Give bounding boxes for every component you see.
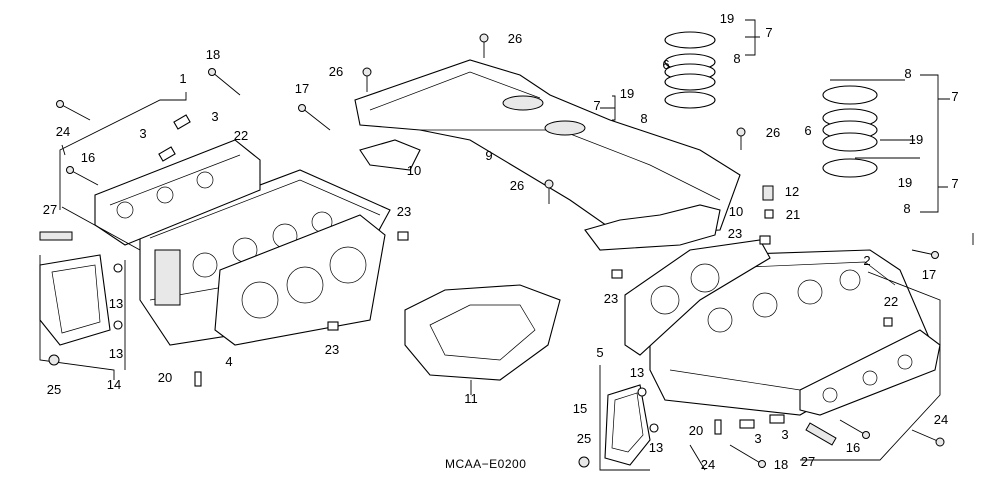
diagram-code: MCAA−E0200 <box>445 457 526 471</box>
spark-plug-27-left <box>39 231 73 241</box>
bolt-18-left <box>208 68 241 96</box>
callout-c-12: 12 <box>785 184 799 199</box>
callout-c-7d: 7 <box>951 176 958 191</box>
callout-c-8b: 8 <box>640 111 647 126</box>
callout-c-20b: 20 <box>689 423 703 438</box>
callout-c-6a: 6 <box>662 57 669 72</box>
sensor-12 <box>762 185 774 219</box>
right-side-cover <box>604 384 651 466</box>
callout-c-6b: 6 <box>804 123 811 138</box>
callout-c-13c: 13 <box>630 365 644 380</box>
callout-c-26d: 26 <box>766 125 780 140</box>
callout-c-3a: 3 <box>139 126 146 141</box>
dowel-pin-3-left <box>158 114 191 162</box>
callout-c-24a: 24 <box>56 124 70 139</box>
callout-c-20a: 20 <box>158 370 172 385</box>
callout-c-3d: 3 <box>781 427 788 442</box>
intake-gasket-10-right <box>584 204 721 251</box>
callout-c-17a: 17 <box>295 81 309 96</box>
callout-c-21: 21 <box>786 207 800 222</box>
left-side-cover <box>39 254 111 346</box>
insulator-6-right <box>822 85 878 178</box>
callout-c-13d: 13 <box>649 440 663 455</box>
callout-c-19c: 19 <box>909 132 923 147</box>
bolt-17-left <box>298 104 331 131</box>
callout-c-24b: 24 <box>701 457 715 472</box>
callout-c-26a: 26 <box>508 31 522 46</box>
callout-c-13a: 13 <box>109 296 123 311</box>
callout-c-19a: 19 <box>720 11 734 26</box>
callout-c-17b: 17 <box>922 267 936 282</box>
washer-13 <box>113 263 659 433</box>
dowel-pin-3-right <box>739 414 785 429</box>
bolt-18-right <box>729 444 766 468</box>
bolt-16-left <box>66 166 99 186</box>
callout-c-8c: 8 <box>904 66 911 81</box>
manifold-gasket-11 <box>404 284 561 395</box>
callout-c-19b: 19 <box>620 86 634 101</box>
dowel-pin-20-left <box>194 371 202 387</box>
callout-c-22a: 22 <box>234 128 248 143</box>
callout-c-10b: 10 <box>729 204 743 219</box>
right-head-gasket <box>624 239 771 356</box>
spark-plug-27-right <box>805 422 837 446</box>
callout-c-14: 14 <box>107 377 121 392</box>
callout-c-11: 11 <box>464 391 478 406</box>
left-head-gasket <box>214 214 386 346</box>
callout-c-16a: 16 <box>81 150 95 165</box>
intake-manifold <box>354 59 741 236</box>
callout-c-26c: 26 <box>510 178 524 193</box>
bolt-25-right <box>578 456 590 468</box>
bolt-26 <box>362 33 746 204</box>
callout-c-8a: 8 <box>733 51 740 66</box>
callout-c-5: 5 <box>596 345 603 360</box>
bolt-16-right <box>839 419 870 439</box>
callout-c-27b: 27 <box>801 454 815 469</box>
callout-c-23d: 23 <box>604 291 618 306</box>
right-camshaft-holder <box>799 329 941 416</box>
callout-c-23c: 23 <box>728 226 742 241</box>
callout-c-18b: 18 <box>774 457 788 472</box>
callout-c-25b: 25 <box>577 431 591 446</box>
callout-c-24c: 24 <box>934 412 948 427</box>
bolt-17-right <box>911 249 939 259</box>
callout-c-8d: 8 <box>903 201 910 216</box>
callout-c-18a: 18 <box>206 47 220 62</box>
insulator-6-top <box>664 31 716 109</box>
bolt-24-right <box>689 429 945 471</box>
callout-c-27a: 27 <box>43 202 57 217</box>
callout-c-7b: 7 <box>593 98 600 113</box>
callout-c-16b: 16 <box>846 440 860 455</box>
callout-c-26b: 26 <box>329 64 343 79</box>
callout-c-7a: 7 <box>765 25 772 40</box>
callout-c-4: 4 <box>225 354 232 369</box>
callout-c-19d: 19 <box>898 175 912 190</box>
callout-c-7c: 7 <box>951 89 958 104</box>
callout-c-3c: 3 <box>754 431 761 446</box>
callout-c-23a: 23 <box>397 204 411 219</box>
callout-c-23b: 23 <box>325 342 339 357</box>
callout-c-2: 2 <box>863 253 870 268</box>
callout-c-15: 15 <box>573 401 587 416</box>
dowel-pin-23-right <box>611 235 893 327</box>
callout-c-13b: 13 <box>109 346 123 361</box>
callout-c-22b: 22 <box>884 294 898 309</box>
dowel-pin-20-right <box>714 419 722 435</box>
callout-c-3b: 3 <box>211 109 218 124</box>
callout-c-10a: 10 <box>407 163 421 178</box>
callout-c-9: 9 <box>485 148 492 163</box>
dowel-pin-23-left <box>327 231 409 331</box>
intake-gasket-10-left <box>359 139 421 171</box>
bolt-24-left <box>56 100 91 121</box>
callout-c-1: 1 <box>179 71 186 86</box>
callout-c-25a: 25 <box>47 382 61 397</box>
bolt-25-left <box>48 354 60 366</box>
